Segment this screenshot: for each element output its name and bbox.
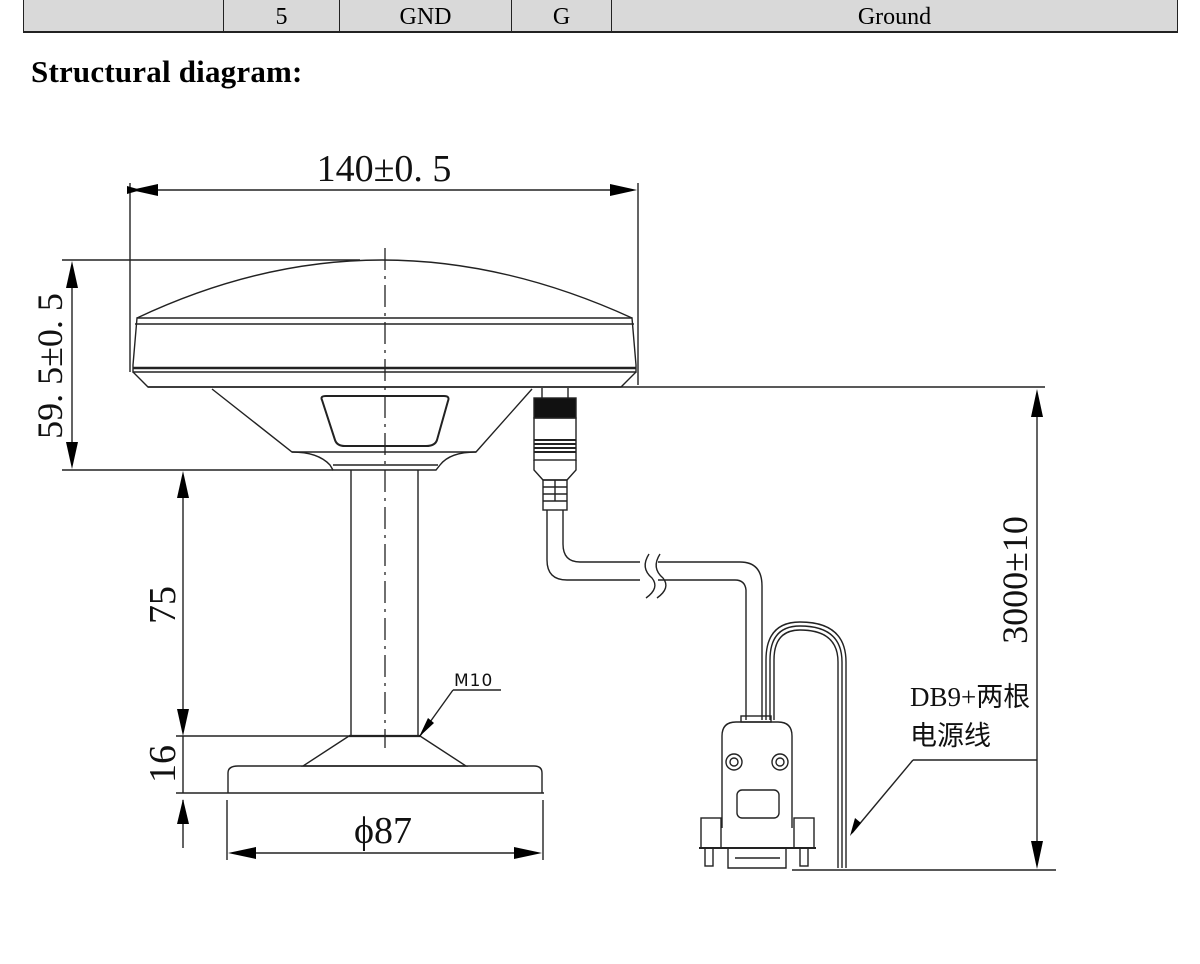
label-thread: M10	[454, 671, 493, 691]
label-pole-height: 75	[142, 586, 184, 624]
power-wires	[765, 621, 847, 868]
table-cell-signal: GND	[339, 0, 512, 33]
pin-table: 5 GND G Ground	[23, 0, 1178, 33]
dim-top-width	[127, 183, 639, 385]
antenna-dome	[62, 259, 637, 388]
label-connector-line2: 电源线	[910, 721, 991, 751]
mount-base	[176, 734, 544, 794]
cable-connector	[533, 388, 577, 511]
table-cell-pin-number: 5	[223, 0, 340, 33]
db9-leader	[850, 759, 1037, 836]
m10-leader	[419, 689, 501, 737]
table-cell-abbrev: G	[511, 0, 612, 33]
table-row: 5 GND G Ground	[23, 0, 1178, 33]
db9-connector	[699, 715, 816, 869]
section-heading: Structural diagram:	[31, 54, 303, 89]
cable	[546, 510, 763, 720]
label-base-diameter: ϕ87	[354, 810, 412, 852]
table-cell-description: Ground	[611, 0, 1178, 33]
mount-pole	[350, 470, 419, 736]
dim-dome-height	[66, 261, 78, 469]
dim-cable-length	[792, 389, 1056, 871]
dim-base-height	[177, 736, 189, 848]
label-top-width: 140±0. 5	[317, 148, 452, 190]
dim-pole-height	[176, 471, 350, 737]
label-cable-length: 3000±10	[995, 516, 1035, 644]
label-dome-height: 59. 5±0. 5	[30, 293, 70, 439]
dim-base-diameter	[226, 800, 544, 860]
label-connector-line1: DB9+两根	[910, 682, 1030, 712]
table-cell-blank	[23, 0, 224, 33]
label-base-height: 16	[142, 745, 184, 783]
